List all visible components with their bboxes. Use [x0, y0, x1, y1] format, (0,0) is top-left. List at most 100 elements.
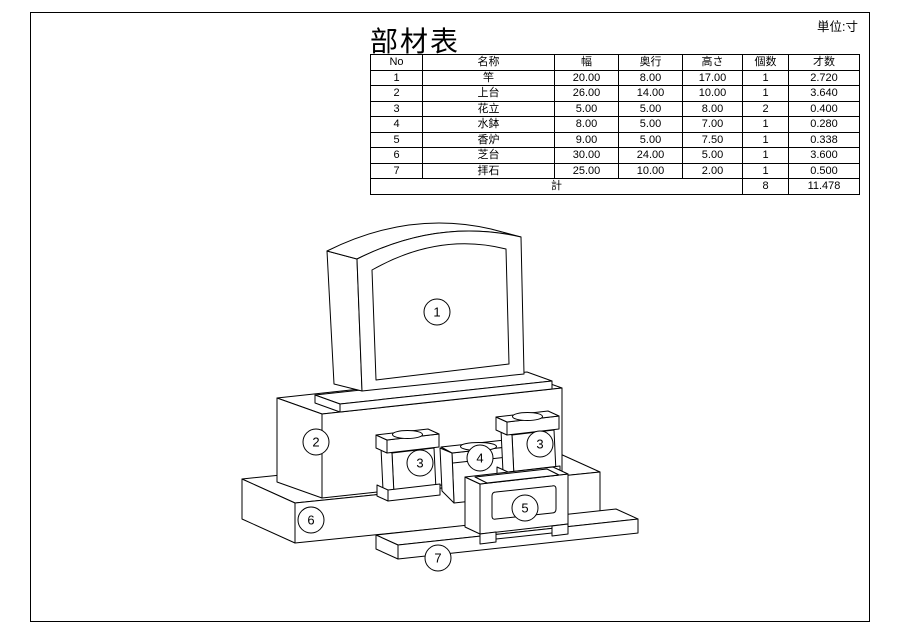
cell-depth: 24.00 — [618, 147, 683, 164]
col-no: No — [370, 54, 423, 71]
balloon-circle — [526, 430, 554, 458]
cell-no: 1 — [370, 69, 423, 86]
cell-volume: 0.500 — [788, 162, 860, 179]
cell-height: 2.00 — [682, 162, 743, 179]
cell-depth: 5.00 — [618, 100, 683, 117]
table-row: 1 竿 20.00 8.00 17.00 1 2.720 — [370, 69, 860, 86]
table-row: 6 芝台 30.00 24.00 5.00 1 3.600 — [370, 147, 860, 164]
total-label: 計 — [370, 178, 743, 195]
cell-qty: 1 — [742, 131, 789, 148]
page-title: 部材表 — [370, 26, 461, 57]
total-volume: 11.478 — [788, 178, 860, 195]
lid-step — [474, 468, 560, 484]
cell-name: 花立 — [422, 100, 555, 117]
balloon-circle — [424, 544, 452, 572]
unit-label: 単位:寸 — [817, 20, 858, 34]
cell-height: 10.00 — [682, 85, 743, 102]
parts-table: No 名称 幅 奥行 高さ 個数 才数 1 竿 20.00 8.00 17.00… — [370, 54, 860, 195]
table-row: 2 上台 26.00 14.00 10.00 1 3.640 — [370, 85, 860, 102]
cell-name: 上台 — [422, 85, 555, 102]
cell-height: 17.00 — [682, 69, 743, 86]
face-left — [326, 250, 363, 392]
balloon-4: 4 — [466, 444, 494, 472]
cell-no: 3 — [370, 100, 423, 117]
foot-right — [551, 523, 569, 537]
cell-no: 4 — [370, 116, 423, 133]
cell-depth: 14.00 — [618, 85, 683, 102]
cell-qty: 1 — [742, 147, 789, 164]
total-qty: 8 — [742, 178, 789, 195]
cell-qty: 1 — [742, 162, 789, 179]
balloon-3-left: 3 — [406, 449, 434, 477]
cell-volume: 3.640 — [788, 85, 860, 102]
balloon-7: 7 — [424, 544, 452, 572]
cell-name: 竿 — [422, 69, 555, 86]
cell-width: 5.00 — [554, 100, 619, 117]
balloon-5: 5 — [511, 494, 539, 522]
col-qty: 個数 — [742, 54, 789, 71]
balloon-number: 5 — [521, 501, 528, 516]
cell-width: 26.00 — [554, 85, 619, 102]
balloon-circle — [406, 449, 434, 477]
cell-name: 香炉 — [422, 131, 555, 148]
table-total-row: 計 8 11.478 — [370, 178, 860, 195]
cell-width: 25.00 — [554, 162, 619, 179]
cell-name: 拝石 — [422, 162, 555, 179]
cell-volume: 0.280 — [788, 116, 860, 133]
vase-opening — [512, 412, 543, 421]
table-header-row: No 名称 幅 奥行 高さ 個数 才数 — [370, 54, 860, 71]
foot-left — [376, 484, 389, 502]
cell-no: 7 — [370, 162, 423, 179]
balloon-6: 6 — [297, 506, 325, 534]
cell-height: 8.00 — [682, 100, 743, 117]
cell-width: 9.00 — [554, 131, 619, 148]
cell-volume: 3.600 — [788, 147, 860, 164]
cell-width: 8.00 — [554, 116, 619, 133]
face-left — [464, 476, 481, 535]
cell-width: 30.00 — [554, 147, 619, 164]
sheet-border — [30, 12, 870, 622]
cell-volume: 0.338 — [788, 131, 860, 148]
col-width: 幅 — [554, 54, 619, 71]
cell-depth: 8.00 — [618, 69, 683, 86]
cell-no: 2 — [370, 85, 423, 102]
balloon-circle — [302, 428, 330, 456]
balloon-1: 1 — [423, 298, 451, 326]
col-height: 高さ — [682, 54, 743, 71]
vase-opening — [392, 430, 423, 439]
balloon-3-right: 3 — [526, 430, 554, 458]
base-line — [495, 532, 553, 540]
cell-height: 7.00 — [682, 116, 743, 133]
cell-volume: 2.720 — [788, 69, 860, 86]
balloon-number: 3 — [416, 456, 423, 471]
cell-qty: 1 — [742, 69, 789, 86]
table-row: 5 香炉 9.00 5.00 7.50 1 0.338 — [370, 131, 860, 148]
cell-qty: 2 — [742, 100, 789, 117]
cell-no: 6 — [370, 147, 423, 164]
cell-height: 5.00 — [682, 147, 743, 164]
balloon-number: 4 — [476, 451, 483, 466]
table-row: 7 拝石 25.00 10.00 2.00 1 0.500 — [370, 162, 860, 179]
cell-depth: 10.00 — [618, 162, 683, 179]
balloon-number: 2 — [312, 435, 319, 450]
balloon-circle — [511, 494, 539, 522]
balloon-number: 3 — [536, 437, 543, 452]
balloon-number: 6 — [307, 513, 314, 528]
table-row: 4 水鉢 8.00 5.00 7.00 1 0.280 — [370, 116, 860, 133]
balloon-2: 2 — [302, 428, 330, 456]
cell-no: 5 — [370, 131, 423, 148]
monument-isometric-drawing: 1 2 3 3 4 5 6 7 — [241, 222, 639, 572]
balloon-circle — [297, 506, 325, 534]
cell-qty: 1 — [742, 85, 789, 102]
balloon-circle — [466, 444, 494, 472]
cell-qty: 1 — [742, 116, 789, 133]
table-row: 3 花立 5.00 5.00 8.00 2 0.400 — [370, 100, 860, 117]
balloon-circle — [423, 298, 451, 326]
cell-depth: 5.00 — [618, 116, 683, 133]
col-name: 名称 — [422, 54, 555, 71]
cell-volume: 0.400 — [788, 100, 860, 117]
cell-width: 20.00 — [554, 69, 619, 86]
cell-name: 水鉢 — [422, 116, 555, 133]
balloon-number: 7 — [434, 551, 441, 566]
